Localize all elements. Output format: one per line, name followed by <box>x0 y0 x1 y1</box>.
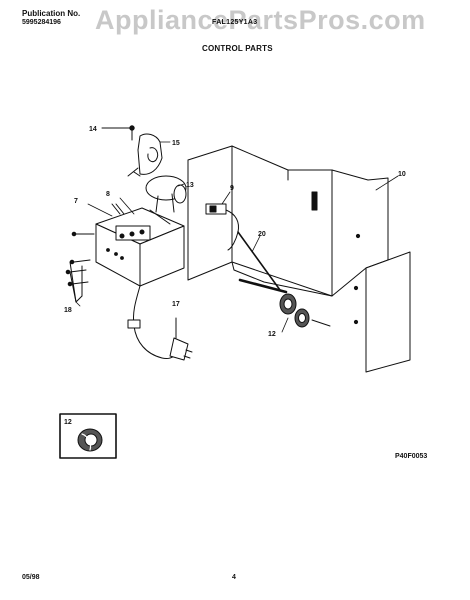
power-cord <box>127 285 193 361</box>
callout-12: 12 <box>268 331 276 338</box>
callout-8: 8 <box>106 191 110 198</box>
callout-15: 15 <box>172 140 180 147</box>
sensing-bulb-tube <box>237 231 288 294</box>
diagram-code: P40F0053 <box>395 453 428 460</box>
publication-label: Publication No. <box>22 9 81 18</box>
control-box-housing <box>187 145 411 373</box>
watermark: AppliancePartsPros.com <box>95 5 426 35</box>
callout-9: 9 <box>230 185 234 192</box>
callout-7: 7 <box>74 198 78 205</box>
mounting-screws <box>65 231 95 303</box>
thermostat-part <box>205 203 239 251</box>
callout-14: 14 <box>89 126 97 133</box>
screw-part <box>101 125 135 141</box>
publication-number: 5995284196 <box>22 19 61 26</box>
page-number: 4 <box>232 574 236 581</box>
callout-17: 17 <box>172 301 180 308</box>
footer-date: 05/98 <box>22 574 40 581</box>
callout-20: 20 <box>258 231 266 238</box>
callout-13: 13 <box>186 182 194 189</box>
grommets <box>279 293 331 328</box>
capacitor-part <box>145 175 187 213</box>
inset-box <box>59 413 117 459</box>
callout-leaders <box>75 141 399 333</box>
callout-18: 18 <box>64 307 72 314</box>
callout-10: 10 <box>398 171 406 178</box>
model-number: FAL125Y1A3 <box>212 19 258 26</box>
bracket-part <box>127 133 163 177</box>
inset-callout: 12 <box>64 419 72 426</box>
control-switch-assembly <box>95 203 185 287</box>
section-title: CONTROL PARTS <box>202 44 273 53</box>
